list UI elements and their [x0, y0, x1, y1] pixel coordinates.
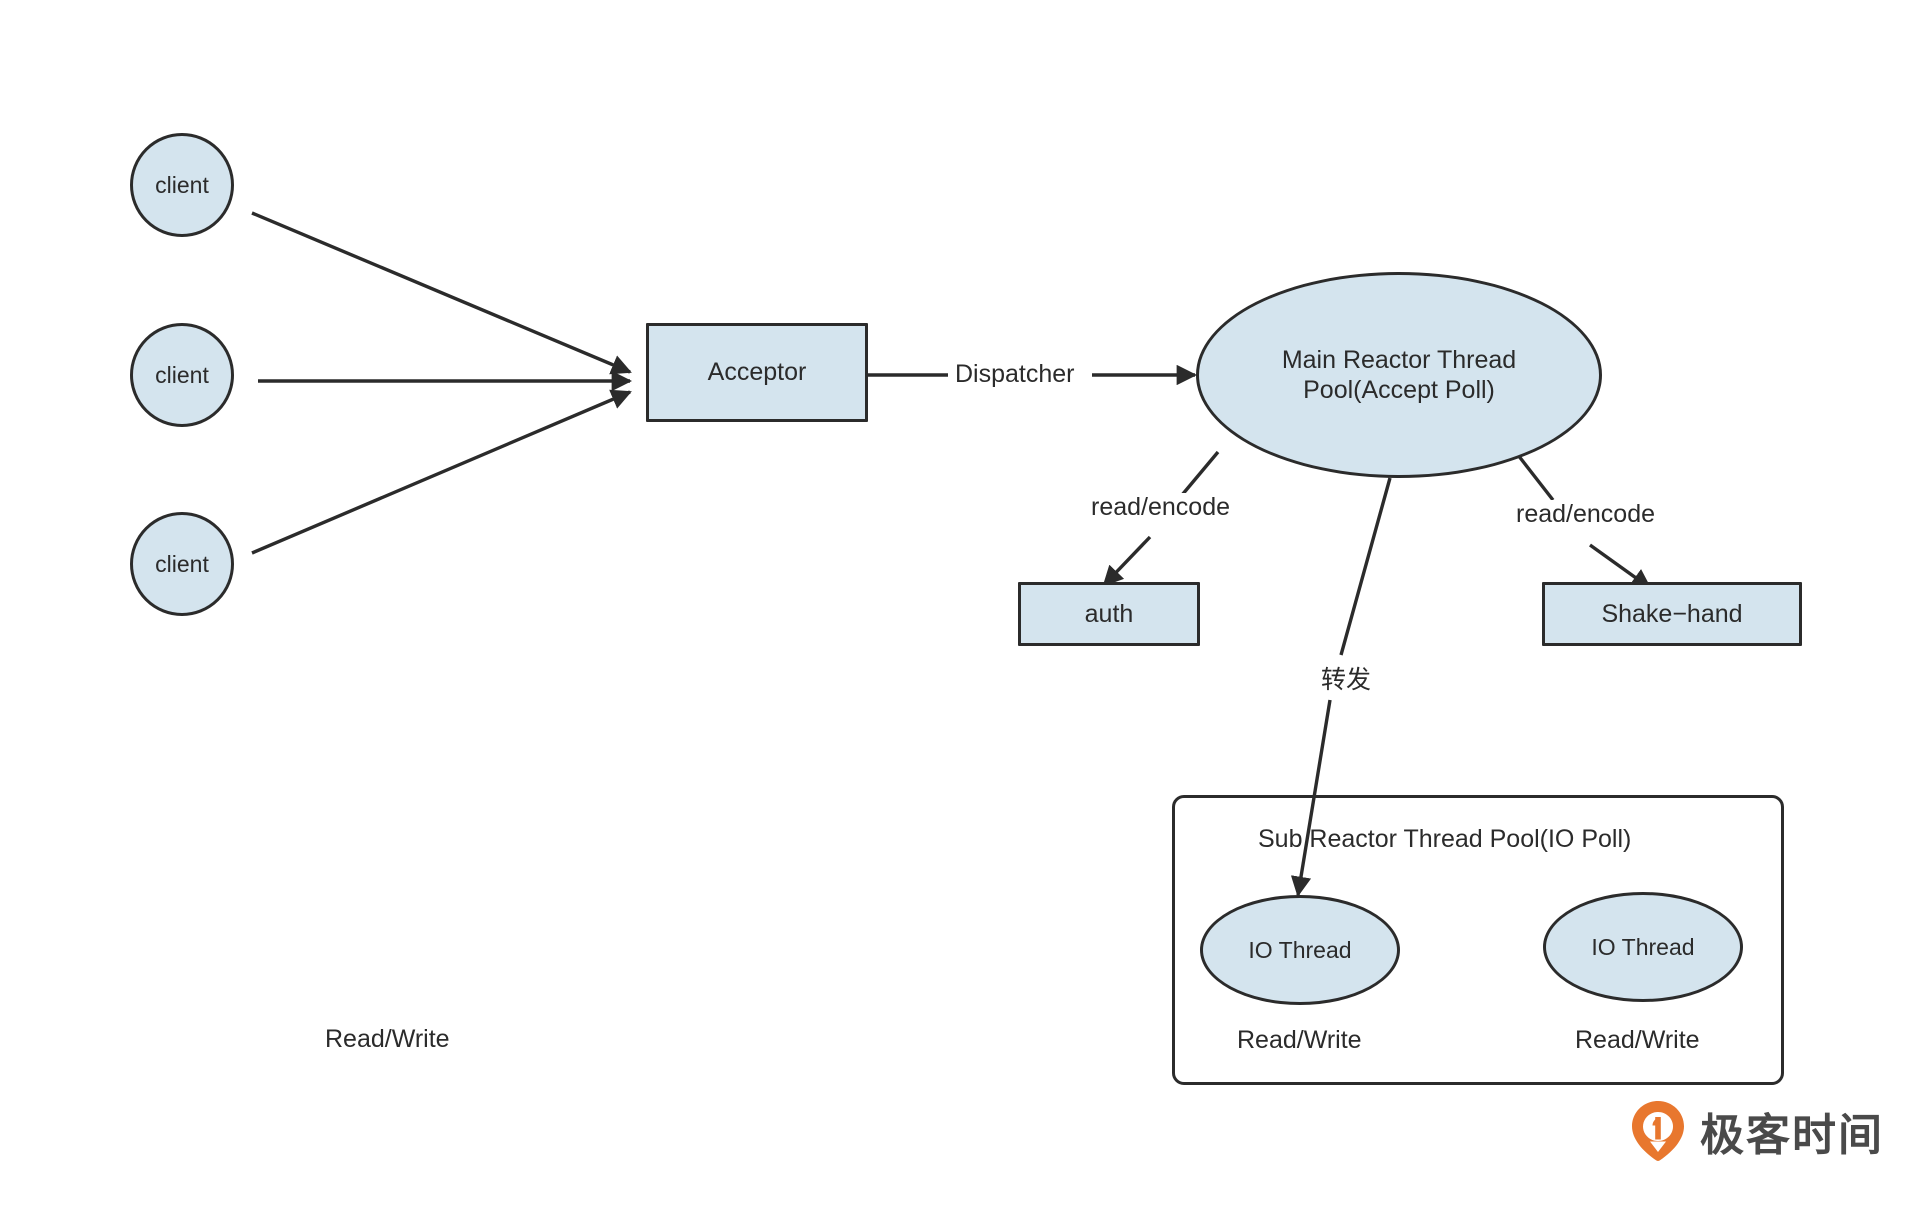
edge-mainpool-shakehand-seg1: [1516, 453, 1555, 502]
node-client-1-label: client: [155, 171, 209, 198]
edge-label-read-encode-left: read/encode: [1088, 493, 1234, 522]
edge-client1-acceptor: [251, 211, 632, 375]
container-sub-reactor-thread-pool: [1172, 795, 1784, 1085]
node-auth[interactable]: auth: [1018, 582, 1200, 646]
watermark-text: 极客时间: [1700, 1110, 1884, 1161]
edge-mainpool-iothread-seg1: [1339, 477, 1392, 656]
edge-label-read-encode-right: read/encode: [1513, 500, 1659, 529]
node-shake-hand[interactable]: Shake−hand: [1542, 582, 1802, 646]
label-read-write-io-thread-1: Read/Write: [1237, 1026, 1362, 1054]
edge-client3-acceptor: [251, 389, 632, 555]
node-io-thread-1[interactable]: IO Thread: [1200, 895, 1400, 1005]
edge-mainpool-shakehand-seg2: [1589, 543, 1652, 590]
node-client-3-label: client: [155, 550, 209, 577]
main-pool-line-2: Pool(Accept Poll): [1303, 376, 1495, 404]
node-client-2[interactable]: client: [130, 323, 234, 427]
node-io-thread-2[interactable]: IO Thread: [1543, 892, 1743, 1002]
node-acceptor-label: Acceptor: [707, 358, 807, 387]
label-read-write-left: Read/Write: [325, 1025, 450, 1053]
node-io-thread-2-label: IO Thread: [1591, 933, 1695, 960]
sub-reactor-thread-pool-title: Sub Reactor Thread Pool(IO Poll): [1258, 825, 1632, 853]
node-auth-label: auth: [1084, 599, 1134, 628]
edge-mainpool-auth-seg2: [1102, 535, 1152, 587]
main-pool-line-1: Main Reactor Thread: [1281, 345, 1517, 374]
watermark: 极客时间: [1630, 1099, 1884, 1163]
edge-label-forward: 转发: [1318, 660, 1375, 696]
node-io-thread-1-label: IO Thread: [1248, 936, 1352, 963]
node-main-reactor-thread-pool[interactable]: Main Reactor Thread Pool(Accept Poll): [1196, 272, 1602, 478]
node-main-reactor-thread-pool-label: Main Reactor Thread Pool(Accept Poll): [1282, 345, 1516, 406]
edge-mainpool-auth-seg1: [1180, 450, 1220, 497]
node-client-3[interactable]: client: [130, 512, 234, 616]
node-shake-hand-label: Shake−hand: [1601, 599, 1743, 628]
edge-label-dispatcher: Dispatcher: [952, 360, 1078, 389]
node-acceptor[interactable]: Acceptor: [646, 323, 868, 422]
node-client-2-label: client: [155, 361, 209, 388]
node-client-1[interactable]: client: [130, 133, 234, 237]
location-pin-icon: [1632, 1101, 1684, 1161]
label-read-write-io-thread-2: Read/Write: [1575, 1026, 1700, 1054]
